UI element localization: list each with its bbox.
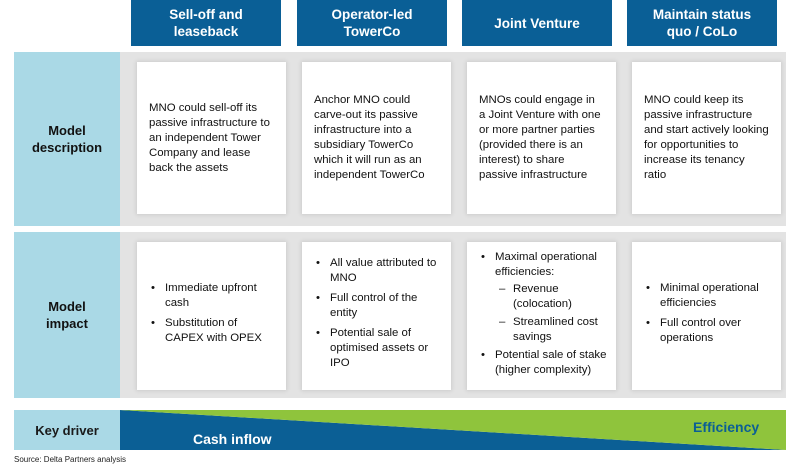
efficiency-wedge: [120, 410, 786, 450]
cash-inflow-text: Cash inflow: [193, 431, 272, 447]
header-line2: leaseback: [173, 24, 239, 39]
description-cell-status-quo: MNO could keep its passive infrastructur…: [632, 62, 781, 214]
description-text: MNO could keep its passive infrastructur…: [644, 94, 769, 181]
impact-list: All value attributed to MNO Full control…: [302, 256, 451, 376]
description-cell-operator-led: Anchor MNO could carve-out its passive i…: [302, 62, 451, 214]
efficiency-text: Efficiency: [693, 419, 760, 435]
header-line2: TowerCo: [343, 24, 401, 39]
header-line1: Joint Venture: [494, 15, 580, 31]
description-text: MNO could sell-off its passive infrastru…: [149, 101, 270, 174]
header-joint-venture: Joint Venture: [462, 0, 612, 46]
impact-bullet: Potential sale of stake (higher complexi…: [479, 348, 608, 378]
header-maintain-status-quo: Maintain status quo / CoLo: [627, 0, 777, 46]
impact-bullet: Maximal operational efficiencies:: [479, 250, 608, 280]
header-line1: Maintain status: [652, 7, 752, 22]
impact-cell-operator-led: All value attributed to MNO Full control…: [302, 242, 451, 390]
impact-bullet: Minimal operational efficiencies: [644, 281, 773, 311]
row-label-line2: description: [31, 140, 103, 155]
row-label-line1: Model: [48, 123, 86, 138]
row-label-line1: Model: [48, 299, 86, 314]
header-line2: quo / CoLo: [666, 24, 738, 39]
impact-list: Maximal operational efficiencies: Revenu…: [467, 250, 616, 383]
row-label-model-impact: Model impact: [14, 232, 120, 398]
impact-cell-sell-off: Immediate upfront cash Substitution of C…: [137, 242, 286, 390]
impact-cell-status-quo: Minimal operational efficiencies Full co…: [632, 242, 781, 390]
source-note: Source: Delta Partners analysis: [14, 455, 127, 464]
impact-bullet: Immediate upfront cash: [149, 281, 278, 311]
description-cell-sell-off: MNO could sell-off its passive infrastru…: [137, 62, 286, 214]
key-driver-label: Key driver: [14, 410, 120, 450]
impact-bullet: Full control of the entity: [314, 291, 443, 321]
header-sell-off-leaseback: Sell-off and leaseback: [131, 0, 281, 46]
header-line1: Operator-led: [331, 7, 413, 22]
description-cell-joint-venture: MNOs could engage in a Joint Venture wit…: [467, 62, 616, 214]
impact-list: Immediate upfront cash Substitution of C…: [137, 281, 286, 351]
impact-list: Minimal operational efficiencies Full co…: [632, 281, 781, 351]
impact-cell-joint-venture: Maximal operational efficiencies: Revenu…: [467, 242, 616, 390]
impact-sub-bullet: Streamlined cost savings: [479, 315, 608, 345]
row-label-model-description: Model description: [14, 52, 120, 226]
header-line1: Sell-off and: [169, 7, 243, 22]
impact-bullet: Substitution of CAPEX with OPEX: [149, 316, 278, 346]
description-text: MNOs could engage in a Joint Venture wit…: [479, 94, 601, 181]
description-text: Anchor MNO could carve-out its passive i…: [314, 94, 425, 181]
impact-bullet: All value attributed to MNO: [314, 256, 443, 286]
key-driver-wedges: [120, 410, 786, 450]
row-label-line2: impact: [46, 316, 88, 331]
impact-sub-bullet: Revenue (colocation): [479, 282, 608, 312]
impact-bullet: Full control over operations: [644, 316, 773, 346]
impact-bullet: Potential sale of optimised assets or IP…: [314, 326, 443, 371]
